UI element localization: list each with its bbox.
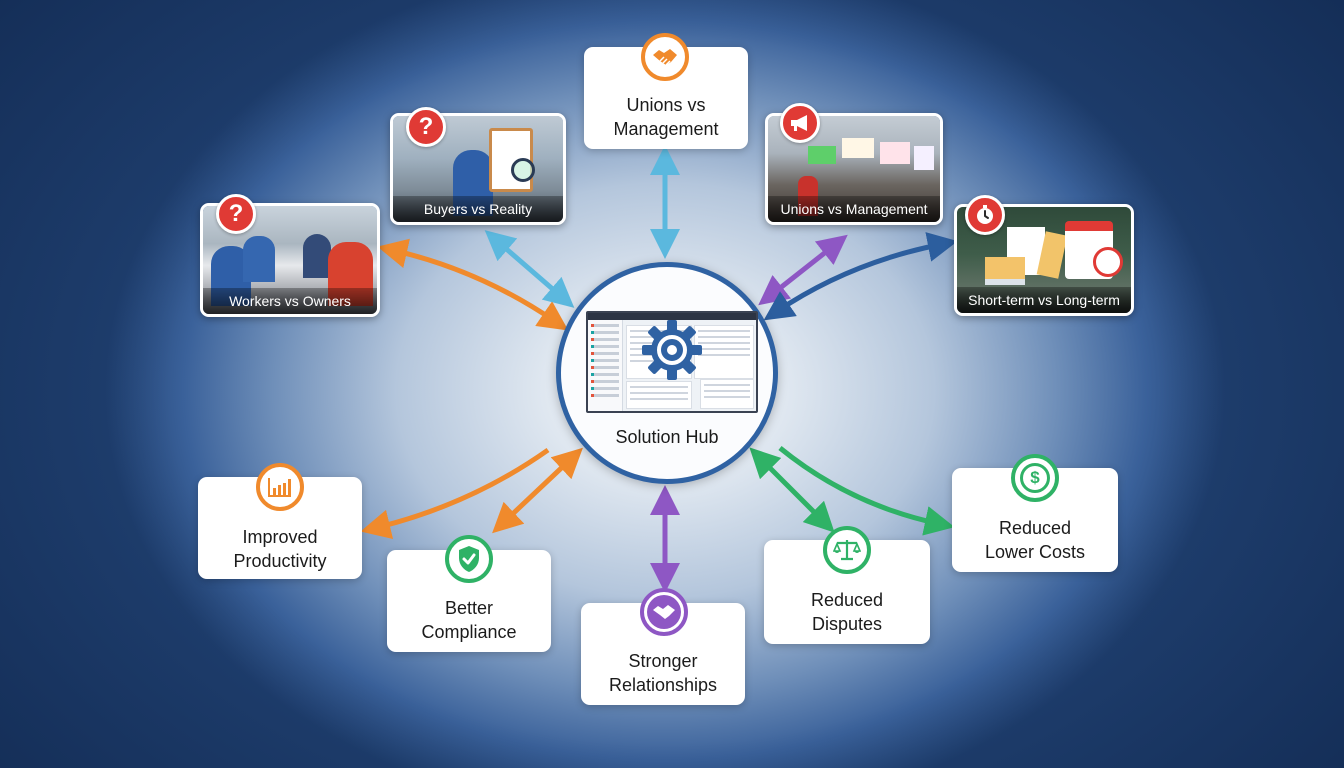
magnifier-icon <box>511 158 535 182</box>
arrow-buyers-hub <box>484 230 575 308</box>
challenge-card-unions-vs-management-photo[interactable]: Unions vs Management <box>765 113 943 225</box>
challenge-label: Short-term vs Long-term <box>957 287 1131 313</box>
outcome-label-line1: Better <box>444 598 494 618</box>
stopwatch-icon <box>965 195 1005 235</box>
outcome-label-line2: Compliance <box>421 622 517 642</box>
megaphone-icon <box>780 103 820 143</box>
challenge-label: Buyers vs Reality <box>393 196 563 222</box>
outcome-label-line2: Disputes <box>811 614 883 634</box>
scales-icon <box>823 526 871 574</box>
challenge-label: Unions vs Management <box>613 95 719 139</box>
outcome-label-line2: Productivity <box>233 551 327 571</box>
challenge-card-short-vs-long-term[interactable]: Short-term vs Long-term <box>954 204 1134 316</box>
arrow-workers-hub <box>377 238 569 331</box>
outcome-label-line2: Lower Costs <box>984 542 1086 562</box>
outcome-card-improved-productivity[interactable]: Improved Productivity <box>198 477 362 579</box>
challenge-label: Workers vs Owners <box>203 288 377 314</box>
challenge-card-buyers-vs-reality[interactable]: Buyers vs Reality <box>390 113 566 225</box>
outcome-label-line1: Stronger <box>628 651 698 671</box>
arrow-unions-photo-hub <box>758 234 848 306</box>
handshake-icon <box>640 588 688 636</box>
arrow-hub-costs <box>778 446 955 536</box>
challenge-card-unions-vs-management-top[interactable]: Unions vs Management <box>584 47 748 149</box>
outcome-label-line1: Improved <box>242 527 318 547</box>
solution-hub[interactable]: Solution Hub <box>556 262 778 484</box>
question-icon: ? <box>406 107 446 147</box>
arrow-hub-productivity <box>360 447 550 540</box>
outcome-label-line1: Reduced <box>810 590 884 610</box>
clock-icon <box>1093 247 1123 277</box>
handshake-icon <box>641 33 689 81</box>
outcome-label-line2: Relationships <box>608 675 718 695</box>
arrow-hub-compliance <box>492 447 583 534</box>
arrow-shortlong-hub <box>763 232 958 321</box>
shield-check-icon <box>445 535 493 583</box>
outcome-label-line1: Reduced <box>998 518 1072 538</box>
hub-label: Solution Hub <box>615 427 719 447</box>
arrow-hub-disputes <box>749 447 835 533</box>
challenge-label: Unions vs Management <box>768 196 940 222</box>
bar-chart-icon <box>256 463 304 511</box>
outcome-card-stronger-relationships[interactable]: Stronger Relationships <box>581 603 745 705</box>
dollar-coin-icon: $ <box>1011 454 1059 502</box>
gear-icon <box>642 320 702 380</box>
challenge-card-workers-vs-owners[interactable]: Workers vs Owners <box>200 203 380 317</box>
question-icon: ? <box>216 194 256 234</box>
